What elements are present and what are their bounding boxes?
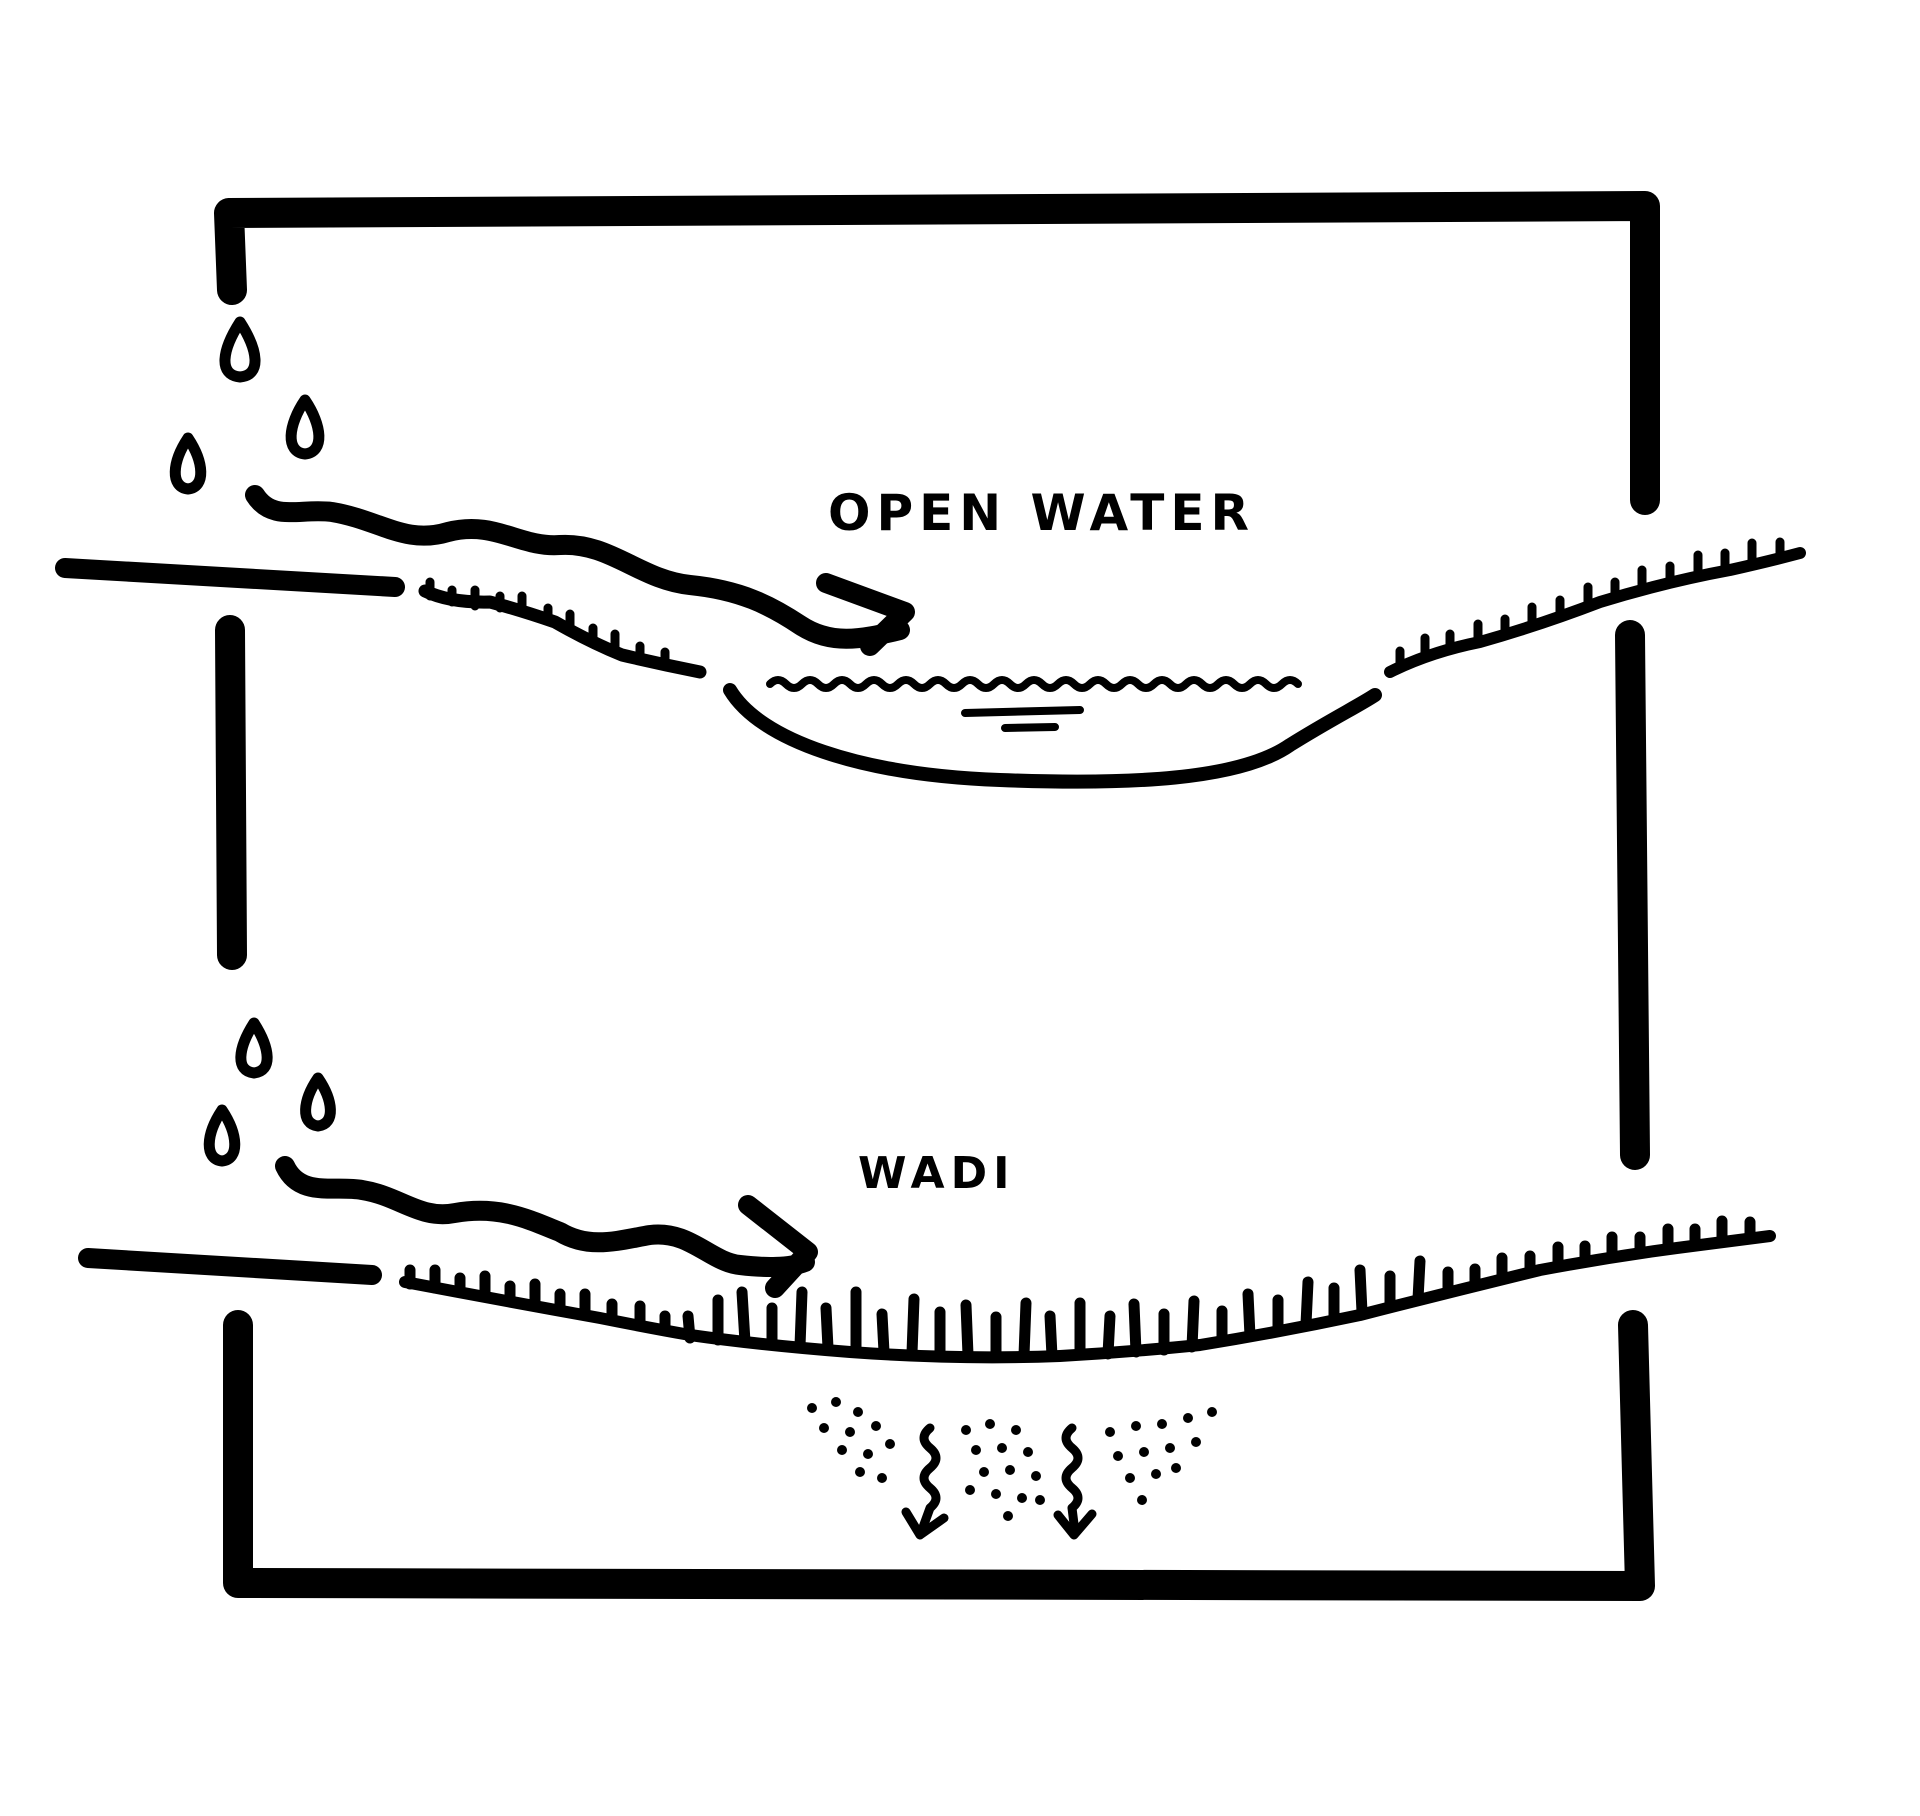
rain-drop-icon <box>219 316 261 383</box>
rain-drop-icon <box>235 1017 273 1079</box>
rain-drop-icon <box>169 432 207 495</box>
infiltration-arrow-icon <box>1061 1423 1083 1537</box>
rain-drop-icon <box>300 1072 336 1132</box>
water-ripple <box>961 706 1084 717</box>
diagram-frame <box>214 191 1660 1601</box>
frame-left-lower <box>223 1310 1655 1601</box>
vegetation-wadi <box>404 1215 1756 1362</box>
infiltration-arrows <box>901 1423 1097 1540</box>
rain-drop-icon <box>203 1104 241 1167</box>
runoff-arrow-icon <box>245 485 915 656</box>
ground-line-top <box>55 547 1806 679</box>
water-surface <box>766 676 1302 692</box>
ground-line-bottom <box>78 1230 1776 1364</box>
wadi-panel <box>78 1017 1776 1540</box>
infiltration-arrow-icon <box>1053 1509 1097 1540</box>
frame-left-upper <box>214 191 1660 515</box>
infiltration-arrow-icon <box>901 1507 949 1540</box>
infiltration-soil-dots <box>807 1397 1217 1521</box>
pond-basin <box>723 676 1382 789</box>
water-ripple <box>1001 723 1059 732</box>
frame-left-middle <box>215 615 247 970</box>
rain-drops-bottom <box>203 1017 336 1167</box>
infiltration-arrow-icon <box>917 1423 941 1535</box>
open-water-panel: OPEN WATER <box>55 316 1806 789</box>
wadi-label: WADI <box>858 1148 1016 1199</box>
grass-texture-top <box>425 537 1785 670</box>
runoff-arrow-icon <box>275 1156 818 1298</box>
open-water-label: OPEN WATER <box>828 484 1255 542</box>
rain-drops-top <box>169 316 325 495</box>
rain-drop-icon <box>285 394 325 460</box>
frame-right-middle <box>1615 620 1650 1170</box>
